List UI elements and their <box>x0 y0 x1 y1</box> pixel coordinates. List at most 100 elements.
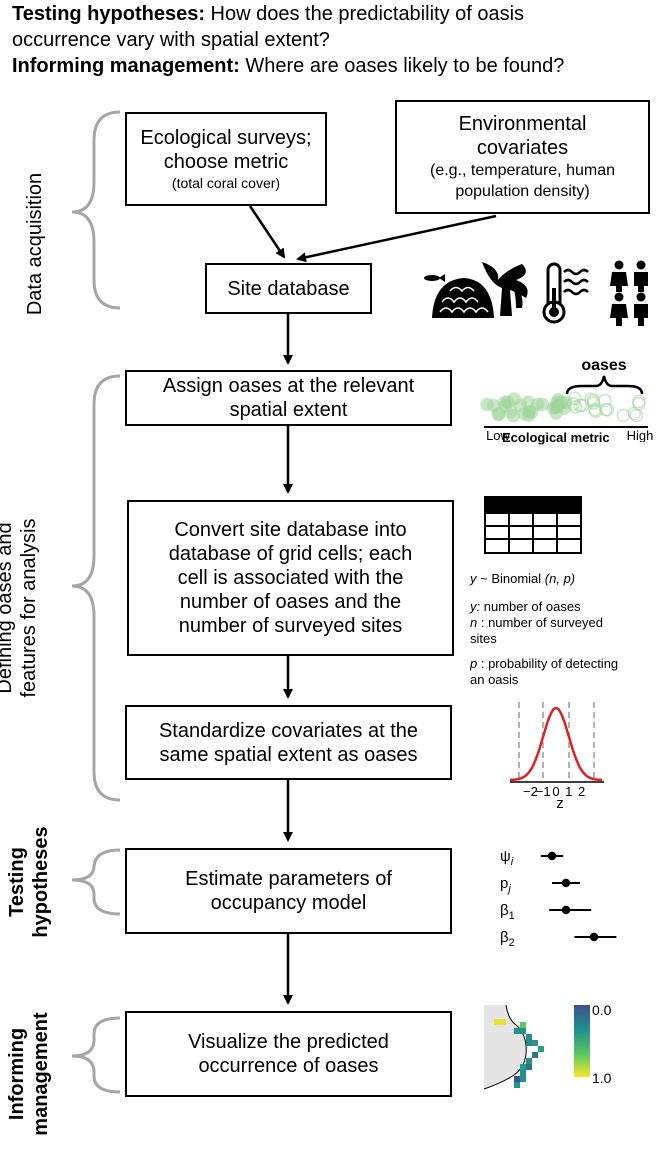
y-var: y: <box>470 599 481 614</box>
coef-label: β2 <box>500 929 515 949</box>
formula-rest: ~ Binomial <box>476 571 545 586</box>
section-label-testing: Testing hypotheses <box>5 822 53 942</box>
metric-point <box>513 398 528 412</box>
standardize-line1: Standardize covariates at the <box>158 719 419 742</box>
header-question-1-cont: occurrence vary with spatial extent? <box>12 29 330 51</box>
header-text-2: Where are oases likely to be found? <box>239 55 565 77</box>
icon-row <box>424 260 648 326</box>
map-cell <box>520 1076 526 1082</box>
assign-oases-box: Assign oases at the relevant spatial ext… <box>125 370 452 426</box>
surveys-line1: Ecological surveys; <box>140 127 312 149</box>
metric-point <box>627 406 642 421</box>
map-cell <box>514 1082 520 1088</box>
normal-tick-label: 1 <box>565 784 572 799</box>
section-label-testing-line2: hypotheses <box>30 826 52 938</box>
map-cell <box>520 1064 526 1070</box>
section-label-data-acquisition: Data acquisition <box>24 172 46 316</box>
convert-line1: Convert site database into <box>174 519 407 541</box>
metric-point <box>521 408 536 422</box>
metric-panel: oases Low High <box>480 357 654 442</box>
env-line4: population density) <box>455 183 590 200</box>
thermometer-icon <box>542 262 589 324</box>
map-cell <box>500 1019 506 1025</box>
surveys-box: Ecological surveys; choose metric (total… <box>125 112 327 206</box>
convert-line5: number of surveyed sites <box>178 615 403 637</box>
map-cell <box>514 1028 520 1034</box>
header-question-2: Informing management: Where are oases li… <box>12 54 564 78</box>
estimate-line1: Estimate parameters of <box>185 868 392 890</box>
section-label-testing-line1: Testing <box>6 847 28 917</box>
section-label-informing: Informing management <box>5 994 53 1154</box>
header-text-1: How does the predictability of oasis <box>205 3 525 25</box>
metric-point <box>598 393 612 408</box>
metric-point <box>568 400 583 414</box>
map-cell <box>520 1022 526 1028</box>
convert-line4: number of oases and the <box>179 591 402 613</box>
surveys-line2: choose metric <box>163 151 289 173</box>
assign-line2: spatial extent <box>229 399 348 421</box>
map-cells <box>494 1019 544 1088</box>
binomial-n-def-2: sites <box>470 631 497 646</box>
map-cell <box>526 1058 532 1064</box>
metric-point <box>575 398 590 412</box>
metric-point <box>567 391 582 406</box>
scale-bottom-label: 1.0 <box>592 1070 612 1086</box>
coef-estimate <box>561 905 571 915</box>
metric-points <box>480 391 646 423</box>
formula-params: (n, p) <box>544 571 576 586</box>
coastline-land <box>484 1005 527 1089</box>
coef-estimate <box>547 851 557 861</box>
metric-low-label: Low <box>486 428 510 442</box>
grid-table-icon <box>484 496 582 554</box>
visualize-line1: Visualize the predicted <box>188 1031 389 1053</box>
normal-curve <box>509 706 603 782</box>
coef-estimate <box>589 932 599 942</box>
p-var: p <box>470 656 478 671</box>
metric-point <box>551 399 565 413</box>
section-label-informing-line1: Informing <box>6 1027 28 1121</box>
prediction-map: 0.0 1.0 <box>484 1005 612 1090</box>
normal-xlabel: z <box>556 795 564 810</box>
convert-grid-box: Convert site database into database of g… <box>127 500 454 656</box>
color-scale-bar <box>574 1005 590 1077</box>
assign-line1: Assign oases at the relevant <box>162 375 415 397</box>
binomial-formula: y ~ Binomial (n, p) <box>470 571 575 587</box>
n-var: n <box>470 615 478 630</box>
normal-tick-label: 2 <box>578 784 585 799</box>
metric-point <box>501 395 515 409</box>
map-cell <box>526 1040 532 1046</box>
binomial-y-def: y: number of oases <box>470 599 581 615</box>
oases-bracket <box>565 375 644 395</box>
bracket-informing <box>71 1016 121 1094</box>
metric-high-label: High <box>627 428 654 442</box>
y-desc: number of oases <box>480 599 581 614</box>
env-covariates-box: Environmental covariates (e.g., temperat… <box>395 100 650 214</box>
estimate-box: Estimate parameters of occupancy model <box>125 848 452 934</box>
normal-tick-label: −1 <box>536 784 551 799</box>
normal-tick-label: −2 <box>523 784 538 799</box>
metric-point <box>480 397 494 412</box>
visualize-box: Visualize the predicted occurrence of oa… <box>125 1011 452 1097</box>
env-line2: covariates <box>476 137 569 159</box>
header-label-testing: Testing hypotheses: <box>12 3 205 25</box>
map-cell <box>526 1034 532 1040</box>
map-cell <box>526 1064 532 1070</box>
scale-top-label: 0.0 <box>592 1005 612 1018</box>
surveys-line3: (total coral cover) <box>171 175 281 191</box>
env-line1: Environmental <box>458 113 587 135</box>
oases-label: oases <box>581 357 626 374</box>
binomial-n-def: n : number of surveyed <box>470 615 603 631</box>
section-label-informing-line2: management <box>30 1012 52 1136</box>
convert-line2: database of grid cells; each <box>168 543 413 565</box>
section-label-defining: Defining oases and features for analysis <box>0 468 41 748</box>
binomial-p-def-2: an oasis <box>470 672 519 687</box>
metric-point <box>531 397 545 412</box>
binomial-p-def: p : probability of detecting <box>470 656 618 672</box>
map-cell <box>538 1046 544 1052</box>
coef-label: ψi <box>500 848 514 868</box>
section-label-defining-line2: features for analysis <box>18 518 40 698</box>
